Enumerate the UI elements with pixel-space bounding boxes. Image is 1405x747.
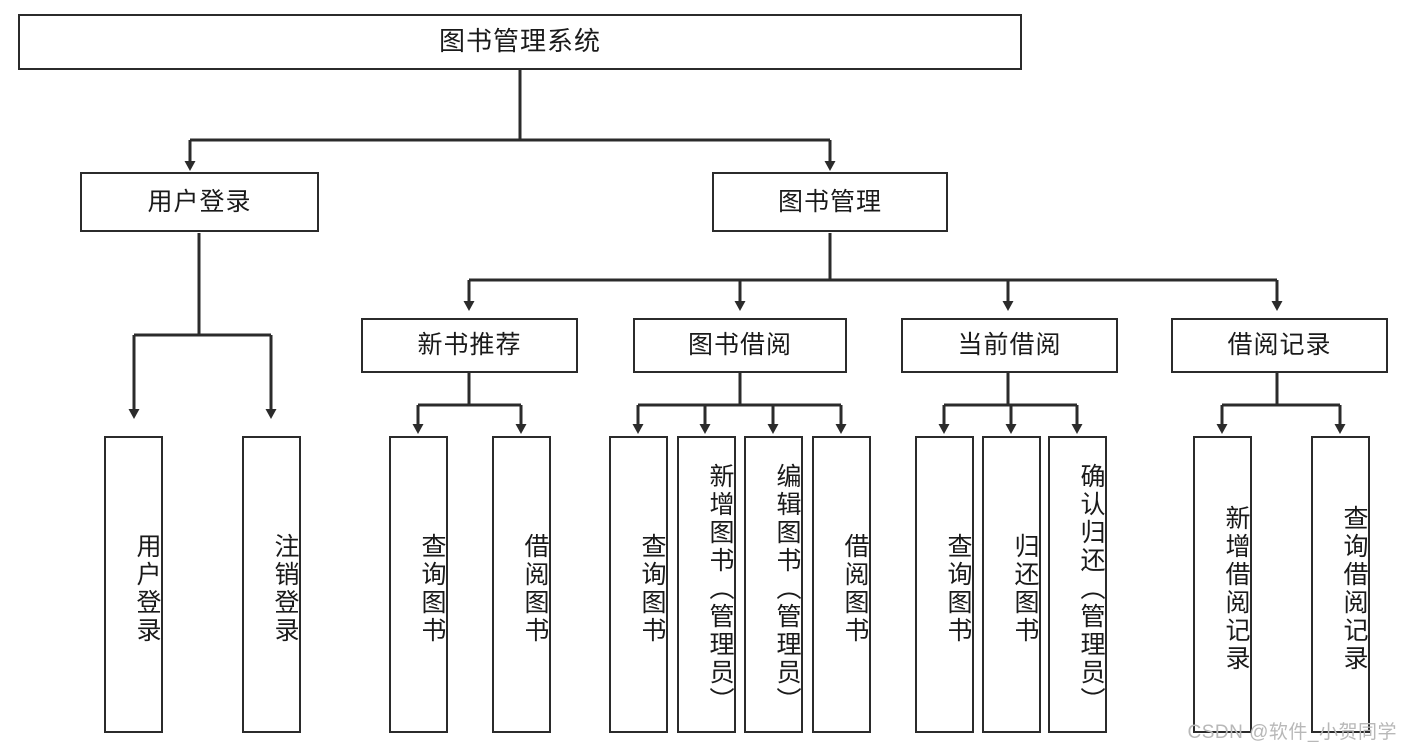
node-label: 新书推荐 (417, 331, 522, 360)
node-label: 确认归还（管理员） (1077, 462, 1105, 715)
node-label: 查询图书 (638, 532, 666, 645)
node-label: 用户登录 (133, 532, 161, 645)
node-root-system[interactable]: 图书管理系统 (18, 14, 1022, 70)
node-label: 借阅图书 (841, 532, 869, 645)
node-label: 查询借阅记录 (1340, 504, 1368, 673)
node-label: 用户登录 (147, 187, 252, 216)
node-book-management[interactable]: 图书管理 (712, 172, 948, 232)
node-label: 查询图书 (944, 532, 972, 645)
node-label: 图书管理系统 (438, 26, 601, 57)
node-label: 图书管理 (777, 187, 882, 216)
node-current-borrow[interactable]: 当前借阅 (901, 318, 1118, 373)
leaf-bookborrow-borrow-book[interactable]: 借阅图书 (812, 436, 871, 733)
leaf-borrowrecord-add-record[interactable]: 新增借阅记录 (1193, 436, 1252, 733)
leaf-bookborrow-query-book[interactable]: 查询图书 (609, 436, 668, 733)
node-label: 图书借阅 (687, 331, 792, 360)
leaf-currentborrow-query-book[interactable]: 查询图书 (915, 436, 974, 733)
node-label: 新增图书（管理员） (706, 462, 734, 715)
node-label: 归还图书 (1011, 532, 1039, 645)
leaf-currentborrow-confirm-return-admin[interactable]: 确认归还（管理员） (1048, 436, 1107, 733)
node-book-borrow[interactable]: 图书借阅 (633, 318, 847, 373)
node-label: 新增借阅记录 (1222, 504, 1250, 673)
leaf-newbook-borrow-book[interactable]: 借阅图书 (492, 436, 551, 733)
leaf-borrowrecord-query-record[interactable]: 查询借阅记录 (1311, 436, 1370, 733)
node-label: 注销登录 (271, 532, 299, 645)
node-user-login[interactable]: 用户登录 (80, 172, 319, 232)
leaf-bookborrow-edit-book-admin[interactable]: 编辑图书（管理员） (744, 436, 803, 733)
leaf-logout-login[interactable]: 注销登录 (242, 436, 301, 733)
node-new-book-recommend[interactable]: 新书推荐 (361, 318, 578, 373)
watermark-text: CSDN @软件_小贺同学 (1187, 722, 1397, 743)
node-label: 编辑图书（管理员） (773, 462, 801, 715)
leaf-bookborrow-add-book-admin[interactable]: 新增图书（管理员） (677, 436, 736, 733)
leaf-currentborrow-return-book[interactable]: 归还图书 (982, 436, 1041, 733)
node-label: 借阅记录 (1227, 331, 1332, 360)
node-label: 当前借阅 (957, 331, 1062, 360)
node-label: 查询图书 (418, 532, 446, 645)
node-label: 借阅图书 (521, 532, 549, 645)
leaf-user-login[interactable]: 用户登录 (104, 436, 163, 733)
node-borrow-record[interactable]: 借阅记录 (1171, 318, 1388, 373)
leaf-newbook-query-book[interactable]: 查询图书 (389, 436, 448, 733)
